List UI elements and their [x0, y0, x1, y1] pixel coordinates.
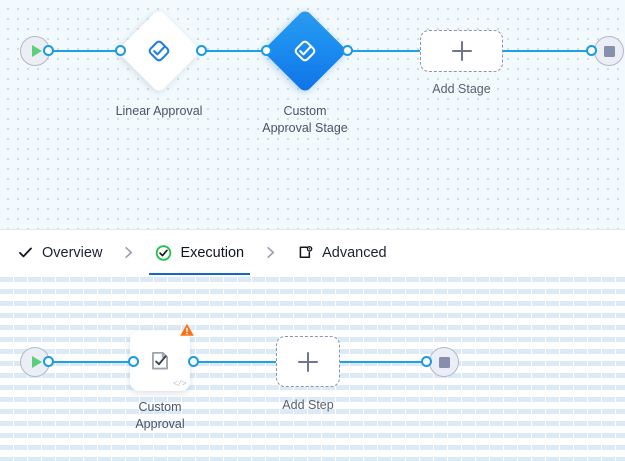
- custom-stage-input-port[interactable]: [261, 45, 272, 56]
- stage-node-label-custom-approval-stage: Custom Approval Stage: [262, 104, 348, 135]
- add-stage-label: Add Stage: [432, 82, 491, 96]
- warning-triangle-icon[interactable]: [179, 322, 195, 338]
- edge-custom-stage-to-add-stage: [345, 50, 421, 52]
- stage-end-input-port[interactable]: [586, 45, 597, 56]
- tab-overview-label: Overview: [42, 244, 103, 261]
- edge-linear-approval-to-custom-stage: [200, 50, 280, 52]
- step-flow-canvas[interactable]: </> Custom Approval Add Step: [0, 275, 625, 461]
- step-node-custom-approval[interactable]: </>: [130, 323, 194, 391]
- stage-flow-canvas[interactable]: Linear Approval Custom Approval Stage Ad…: [0, 0, 625, 229]
- check-circle-icon: [155, 244, 172, 261]
- workflow-tabs: Overview Execution: [0, 229, 625, 276]
- window-gear-icon: [297, 244, 314, 261]
- add-step-button[interactable]: [276, 336, 340, 387]
- stage-node-label-linear-approval: Linear Approval: [115, 104, 203, 118]
- stop-icon: [438, 356, 450, 368]
- edge-start-to-custom-approval: [47, 361, 131, 363]
- stage-node-linear-approval[interactable]: [116, 8, 202, 94]
- tab-overview[interactable]: Overview: [17, 230, 102, 276]
- approval-check-diamond-icon: [294, 40, 316, 62]
- stage-start-output-port[interactable]: [43, 45, 54, 56]
- tab-advanced[interactable]: Advanced: [297, 230, 387, 276]
- stop-icon: [603, 45, 615, 57]
- document-check-icon: [152, 351, 168, 370]
- custom-approval-input-port[interactable]: [128, 356, 139, 367]
- edge-start-to-linear-approval: [47, 50, 119, 52]
- step-node-label-custom-approval: Custom Approval: [135, 400, 185, 431]
- edge-custom-approval-to-add-step: [192, 361, 277, 363]
- tab-advanced-label: Advanced: [322, 244, 387, 261]
- approval-check-diamond-icon: [148, 40, 170, 62]
- tab-execution[interactable]: Execution: [149, 230, 250, 276]
- check-icon: [17, 244, 34, 261]
- tab-separator-2: [244, 245, 297, 260]
- custom-stage-output-port[interactable]: [342, 45, 353, 56]
- linear-approval-output-port[interactable]: [196, 45, 207, 56]
- linear-approval-input-port[interactable]: [115, 45, 126, 56]
- tab-execution-label: Execution: [180, 244, 245, 261]
- add-step-label: Add Step: [282, 398, 334, 412]
- stage-node-custom-approval-stage[interactable]: [262, 8, 348, 94]
- add-stage-button[interactable]: [420, 30, 503, 72]
- step-end-node[interactable]: [429, 347, 459, 377]
- stage-start-node[interactable]: [20, 36, 50, 66]
- edge-add-stage-to-end: [502, 50, 590, 52]
- plus-icon: [298, 351, 318, 372]
- custom-approval-output-port[interactable]: [188, 356, 199, 367]
- edge-add-step-to-end: [340, 361, 425, 363]
- code-badge-icon: </>: [173, 380, 186, 389]
- stage-end-node[interactable]: [594, 36, 624, 66]
- tab-separator-1: [102, 245, 155, 260]
- play-icon: [31, 45, 42, 57]
- step-start-output-port[interactable]: [43, 356, 54, 367]
- step-end-input-port[interactable]: [421, 356, 432, 367]
- play-icon: [31, 356, 42, 368]
- plus-icon: [451, 41, 472, 61]
